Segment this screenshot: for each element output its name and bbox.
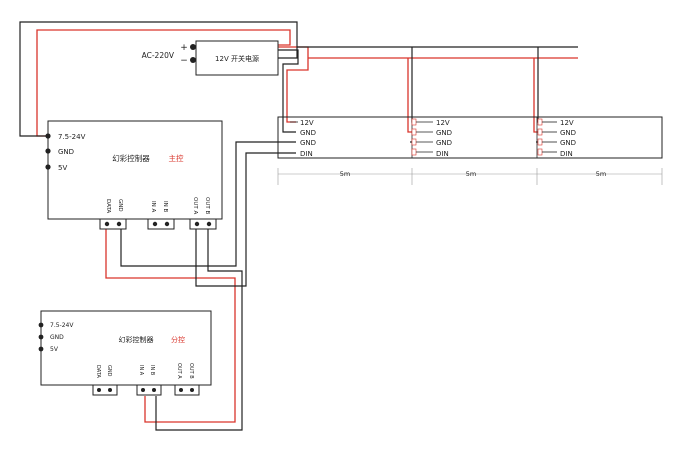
seg3-pin-label-gnd: GND xyxy=(560,129,576,137)
seg1-pin-label-din: DIN xyxy=(300,150,313,158)
main-controller-role: 主控 xyxy=(169,153,184,163)
led-strip: 12V GND GND DIN 12V GND GND DIN 12V GND … xyxy=(277,116,663,185)
main-power-pin-label-1: 7.5-24V xyxy=(58,133,86,141)
main-out-a-to-strip-din-wire xyxy=(195,152,296,287)
ac-minus-label: − xyxy=(180,56,188,66)
sub-out-b-terminal xyxy=(190,388,194,392)
main-out-connector xyxy=(189,218,217,230)
seg2-solder-pads xyxy=(411,118,417,156)
sub-data-terminal xyxy=(97,388,101,392)
sub-power-pin-label-3: 5V xyxy=(50,346,59,353)
sub-in-b-terminal xyxy=(152,388,156,392)
main-gnd-terminal xyxy=(116,221,122,227)
seg3-pin-label-din: DIN xyxy=(560,150,573,158)
main-in-b-terminal xyxy=(164,221,170,227)
segment-dimension-line xyxy=(277,168,663,185)
main-out-a-terminal xyxy=(194,221,200,227)
main-controller-box xyxy=(47,120,223,220)
seg3-pin-label-12v: 12V xyxy=(560,119,574,127)
ac-minus-terminal xyxy=(190,57,196,63)
seg2-pin-label-gnd-2: GND xyxy=(436,139,452,147)
sub-power-pin-dot-1 xyxy=(38,322,44,328)
main-in-connector xyxy=(147,218,175,230)
main-port-label-gnd: GND xyxy=(117,199,123,212)
psu-to-strip-gnd-wire xyxy=(277,49,299,133)
psu-to-main-controller-gnd-wire xyxy=(19,21,298,137)
sub-port-label-out-a: OUT A xyxy=(176,363,182,379)
sub-out-a-terminal xyxy=(179,388,183,392)
main-data-terminal xyxy=(104,221,110,227)
main-out-b-terminal xyxy=(206,221,212,227)
power-supply-name: 12V 开关电源 xyxy=(215,54,259,63)
main-port-label-out-a: OUT A xyxy=(192,197,198,214)
seg1-pin-label-gnd: GND xyxy=(300,129,316,137)
seg3-pin-label-gnd-2: GND xyxy=(560,139,576,147)
sub-in-a-terminal xyxy=(141,388,145,392)
segment-length-3: 5m xyxy=(596,170,606,178)
sub-port-label-data: DATA xyxy=(95,365,101,378)
sub-gnd-terminal xyxy=(108,388,112,392)
seg1-pin-label-gnd-2: GND xyxy=(300,139,316,147)
sub-controller: 7.5-24V GND 5V 幻彩控制器 分控 DATA GND IN A IN… xyxy=(38,310,212,396)
main-port-label-in-a: IN A xyxy=(150,201,156,212)
sub-out-connector xyxy=(174,384,200,396)
seg2-pin-label-12v: 12V xyxy=(436,119,450,127)
main-in-a-terminal xyxy=(152,221,158,227)
led-strip-body xyxy=(277,116,663,159)
main-power-pin-dot-3 xyxy=(45,164,51,170)
sub-port-label-gnd: GND xyxy=(106,365,112,377)
seg2-pin-label-gnd: GND xyxy=(436,129,452,137)
seg2-pin-label-din: DIN xyxy=(436,150,449,158)
sub-in-connector xyxy=(136,384,162,396)
main-power-pin-label-2: GND xyxy=(58,148,74,156)
seg1-pin-label-12v: 12V xyxy=(300,119,314,127)
main-power-pin-label-3: 5V xyxy=(58,164,67,172)
power-supply: AC-220V + − 12V 开关电源 xyxy=(142,40,279,76)
main-port-label-out-b: OUT B xyxy=(204,197,210,214)
main-data-gnd-connector xyxy=(99,218,127,230)
main-gnd-to-strip-gnd-wire xyxy=(120,141,296,267)
sub-controller-role: 分控 xyxy=(171,335,185,344)
sub-power-pin-dot-3 xyxy=(38,346,44,352)
main-out-b-to-sub-in-a-wire xyxy=(155,228,243,431)
sub-port-label-out-b: OUT B xyxy=(188,363,194,379)
main-controller-name: 幻彩控制器 xyxy=(112,153,150,163)
segment-length-2: 5m xyxy=(466,170,476,178)
segment-length-1: 5m xyxy=(340,170,350,178)
sub-power-pin-label-2: GND xyxy=(50,334,64,341)
main-port-label-data: DATA xyxy=(105,199,111,213)
sub-port-label-in-a: IN A xyxy=(138,365,144,376)
main-controller: 7.5-24V GND 5V 幻彩控制器 主控 DATA GND IN A IN… xyxy=(45,120,223,230)
main-power-pin-dot-1 xyxy=(45,133,51,139)
main-data-to-sub-in-b-wire xyxy=(105,228,236,423)
ac-input-label: AC-220V xyxy=(142,51,175,60)
ac-plus-terminal xyxy=(190,44,196,50)
sub-power-pin-dot-2 xyxy=(38,334,44,340)
seg3-pin-leads xyxy=(542,121,557,153)
seg3-solder-pads xyxy=(537,118,543,156)
ac-plus-label: + xyxy=(180,43,188,53)
sub-controller-box xyxy=(40,310,212,386)
seg2-pin-leads xyxy=(416,121,433,153)
sub-port-label-in-b: IN B xyxy=(149,365,155,376)
sub-controller-name: 幻彩控制器 xyxy=(119,335,154,344)
sub-data-gnd-connector xyxy=(92,384,118,396)
main-port-label-in-b: IN B xyxy=(162,201,168,212)
main-power-pin-dot-2 xyxy=(45,148,51,154)
power-supply-box xyxy=(195,40,279,76)
sub-power-pin-label-1: 7.5-24V xyxy=(50,322,74,329)
black-wires xyxy=(19,21,578,431)
